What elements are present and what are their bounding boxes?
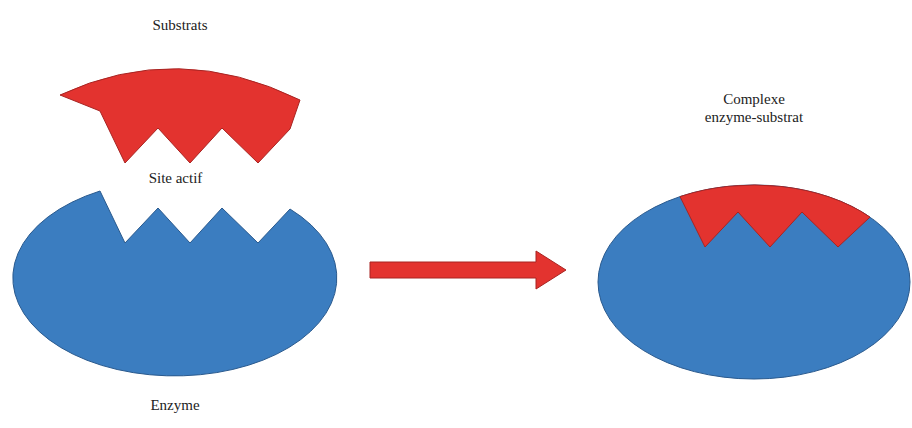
substrate-shape-part xyxy=(60,69,300,163)
substrate-shape: Substrats xyxy=(55,12,305,166)
enzyme-shape: Enzyme xyxy=(10,180,340,416)
complex-shape-part xyxy=(598,185,910,379)
shape-caption: Substrats xyxy=(80,16,280,34)
complex-shape-part xyxy=(680,185,870,247)
reaction-arrow xyxy=(370,251,566,289)
part-label: Site actif xyxy=(118,169,233,187)
shape-caption: Enzyme xyxy=(75,396,275,414)
complex-shape: Complexe enzyme-substrat xyxy=(596,86,912,380)
enzyme-shape-outline xyxy=(10,180,340,416)
complex-shape-outline xyxy=(596,86,912,380)
enzyme-shape-part xyxy=(13,191,337,376)
shape-caption: Complexe enzyme-substrat xyxy=(701,90,807,126)
substrate-shape-outline xyxy=(55,12,305,166)
